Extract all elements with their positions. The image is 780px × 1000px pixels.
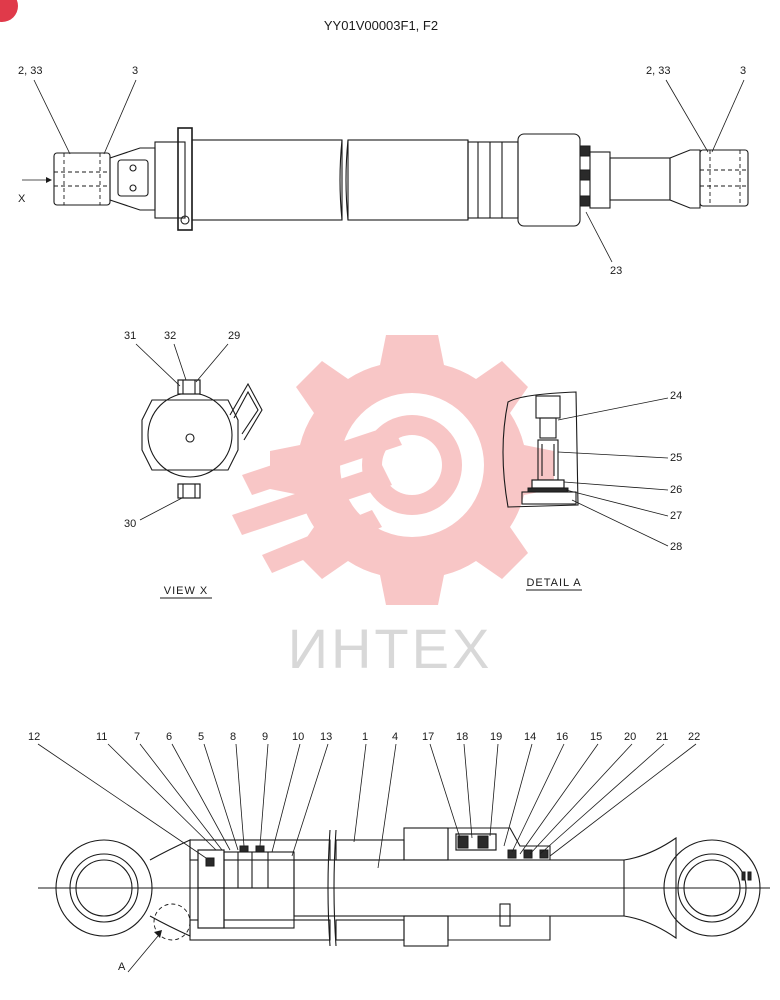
section-label-5: 5 [198,731,204,743]
section-label-15: 15 [590,731,602,743]
detail-label-25: 25 [670,452,682,464]
section-view-leaders [37,743,697,973]
view-x-drawing [141,379,263,499]
section-view-labels: 12 11 7 6 5 8 9 10 13 1 4 17 18 19 14 16… [28,731,700,973]
label-bracket: 29 [228,330,240,342]
detail-label-24: 24 [670,390,682,402]
corner-badge [0,0,18,22]
section-label-1: 1 [362,731,368,743]
label-bolt-bottom: 30 [124,518,136,530]
watermark-gear-logo [232,335,554,605]
section-view-drawing [38,827,770,947]
detail-a-drawing [502,391,579,508]
watermark-text: ИНТЕХ [288,617,493,680]
section-label-8: 8 [230,731,236,743]
section-label-17: 17 [422,731,434,743]
section-label-16: 16 [556,731,568,743]
section-label-7: 7 [134,731,140,743]
label-bolt-b: 32 [164,330,176,342]
view-arrow-icon [46,177,52,183]
section-label-21: 21 [656,731,668,743]
detail-a-labels: 24 25 26 27 28 DETAIL A [526,390,682,591]
section-label-19: 19 [490,731,502,743]
label-left-pin: 2, 33 [18,65,42,77]
top-view-labels: 2, 33 3 2, 33 3 23 X [18,65,746,277]
section-label-14: 14 [524,731,536,743]
section-label-18: 18 [456,731,468,743]
section-label-6: 6 [166,731,172,743]
view-x-caption: VIEW X [164,585,209,597]
section-label-10: 10 [292,731,304,743]
detail-marker-arrow-icon [154,930,162,938]
section-label-11: 11 [96,731,107,743]
label-view-arrow: X [18,193,26,205]
detail-label-27: 27 [670,510,682,522]
detail-a-caption: DETAIL A [526,577,581,589]
detail-marker-label: A [118,961,126,973]
label-left-bushing: 3 [132,65,138,77]
top-view-cylinder [53,127,749,231]
section-label-9: 9 [262,731,268,743]
label-right-bushing: 3 [740,65,746,77]
diagram-title: YY01V00003F1, F2 [324,18,438,33]
label-bolt-a: 31 [124,330,136,342]
view-x-labels: 31 32 29 30 VIEW X [124,330,240,599]
section-label-4: 4 [392,731,398,743]
section-label-20: 20 [624,731,636,743]
detail-label-26: 26 [670,484,682,496]
section-label-12: 12 [28,731,40,743]
label-fitting: 23 [610,265,622,277]
section-label-13: 13 [320,731,332,743]
section-label-22: 22 [688,731,700,743]
detail-label-28: 28 [670,541,682,553]
label-right-pin: 2, 33 [646,65,670,77]
